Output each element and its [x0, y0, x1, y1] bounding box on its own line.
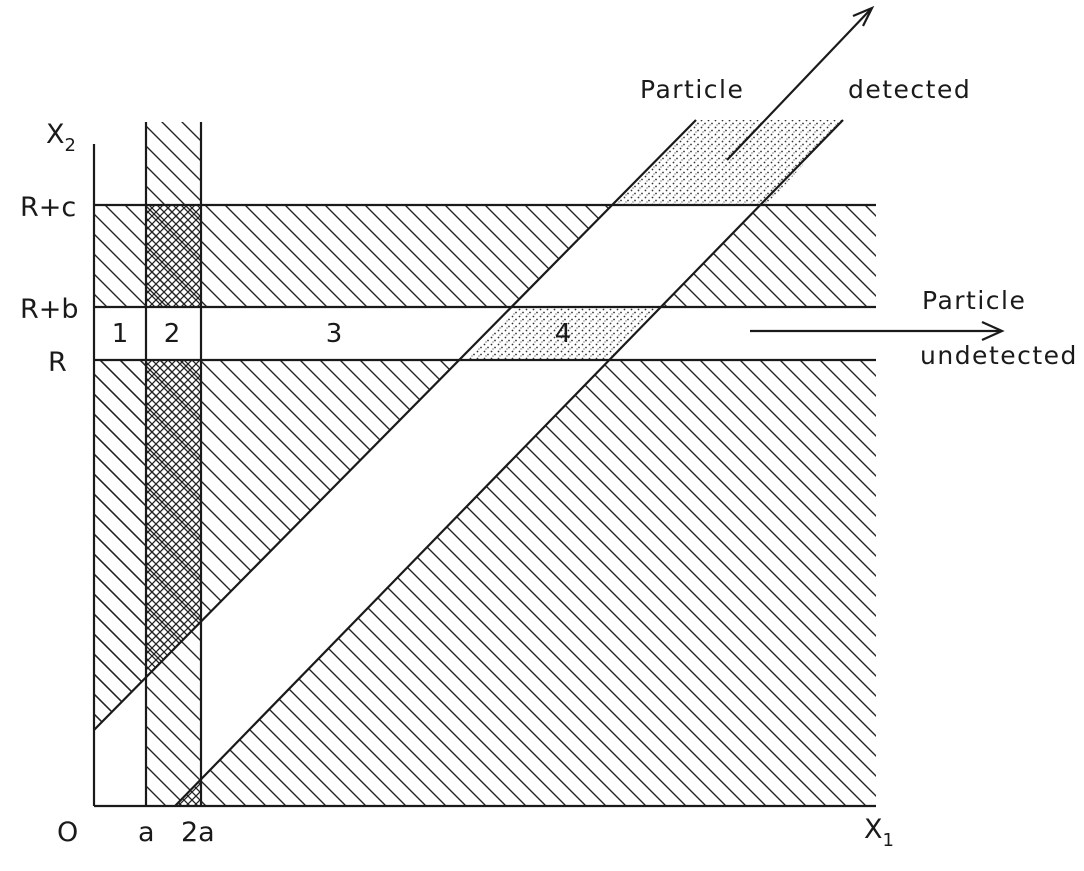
tick-label-2a: 2a [181, 817, 215, 848]
left-strip-hatch [94, 360, 146, 730]
region-4-dotted [465, 307, 660, 360]
undetected-arrowhead [981, 320, 1005, 342]
lower-region-hatch [94, 360, 876, 806]
detected-arrow [726, 9, 871, 161]
particle-undetected-label: Particle [922, 286, 1026, 315]
diagonal-lower [174, 119, 844, 807]
tick-label-R-plus-b: R+b [20, 294, 79, 325]
detected-label: detected [848, 75, 971, 104]
upper-band-hatch [94, 205, 876, 307]
tick-label-a: a [138, 817, 155, 848]
shaded-regions [94, 120, 876, 806]
undetected-label: undetected [920, 341, 1078, 370]
detected-dotted-region [612, 120, 843, 205]
column-cross-upper [146, 205, 201, 307]
column-top-hatch [146, 122, 201, 205]
column-hatch-lower [146, 623, 201, 806]
tick-label-R-plus-c: R+c [20, 192, 76, 223]
x2-axis-label: X2 [46, 119, 76, 156]
corner-clear [94, 730, 201, 806]
region-2-label: 2 [164, 319, 181, 349]
x1-axis-label: X1 [864, 814, 894, 851]
boundary-lines [92, 5, 1005, 808]
particle-detected-label: Particle [640, 75, 744, 104]
column-cross-lower [146, 360, 201, 676]
region-1-label: 1 [112, 319, 129, 349]
region-4-label: 4 [555, 319, 572, 349]
origin-label: O [57, 817, 78, 848]
tick-label-R: R [48, 347, 67, 378]
region-3-label: 3 [326, 319, 343, 349]
diagonal-upper [93, 119, 697, 731]
detected-arrowhead [852, 5, 875, 27]
